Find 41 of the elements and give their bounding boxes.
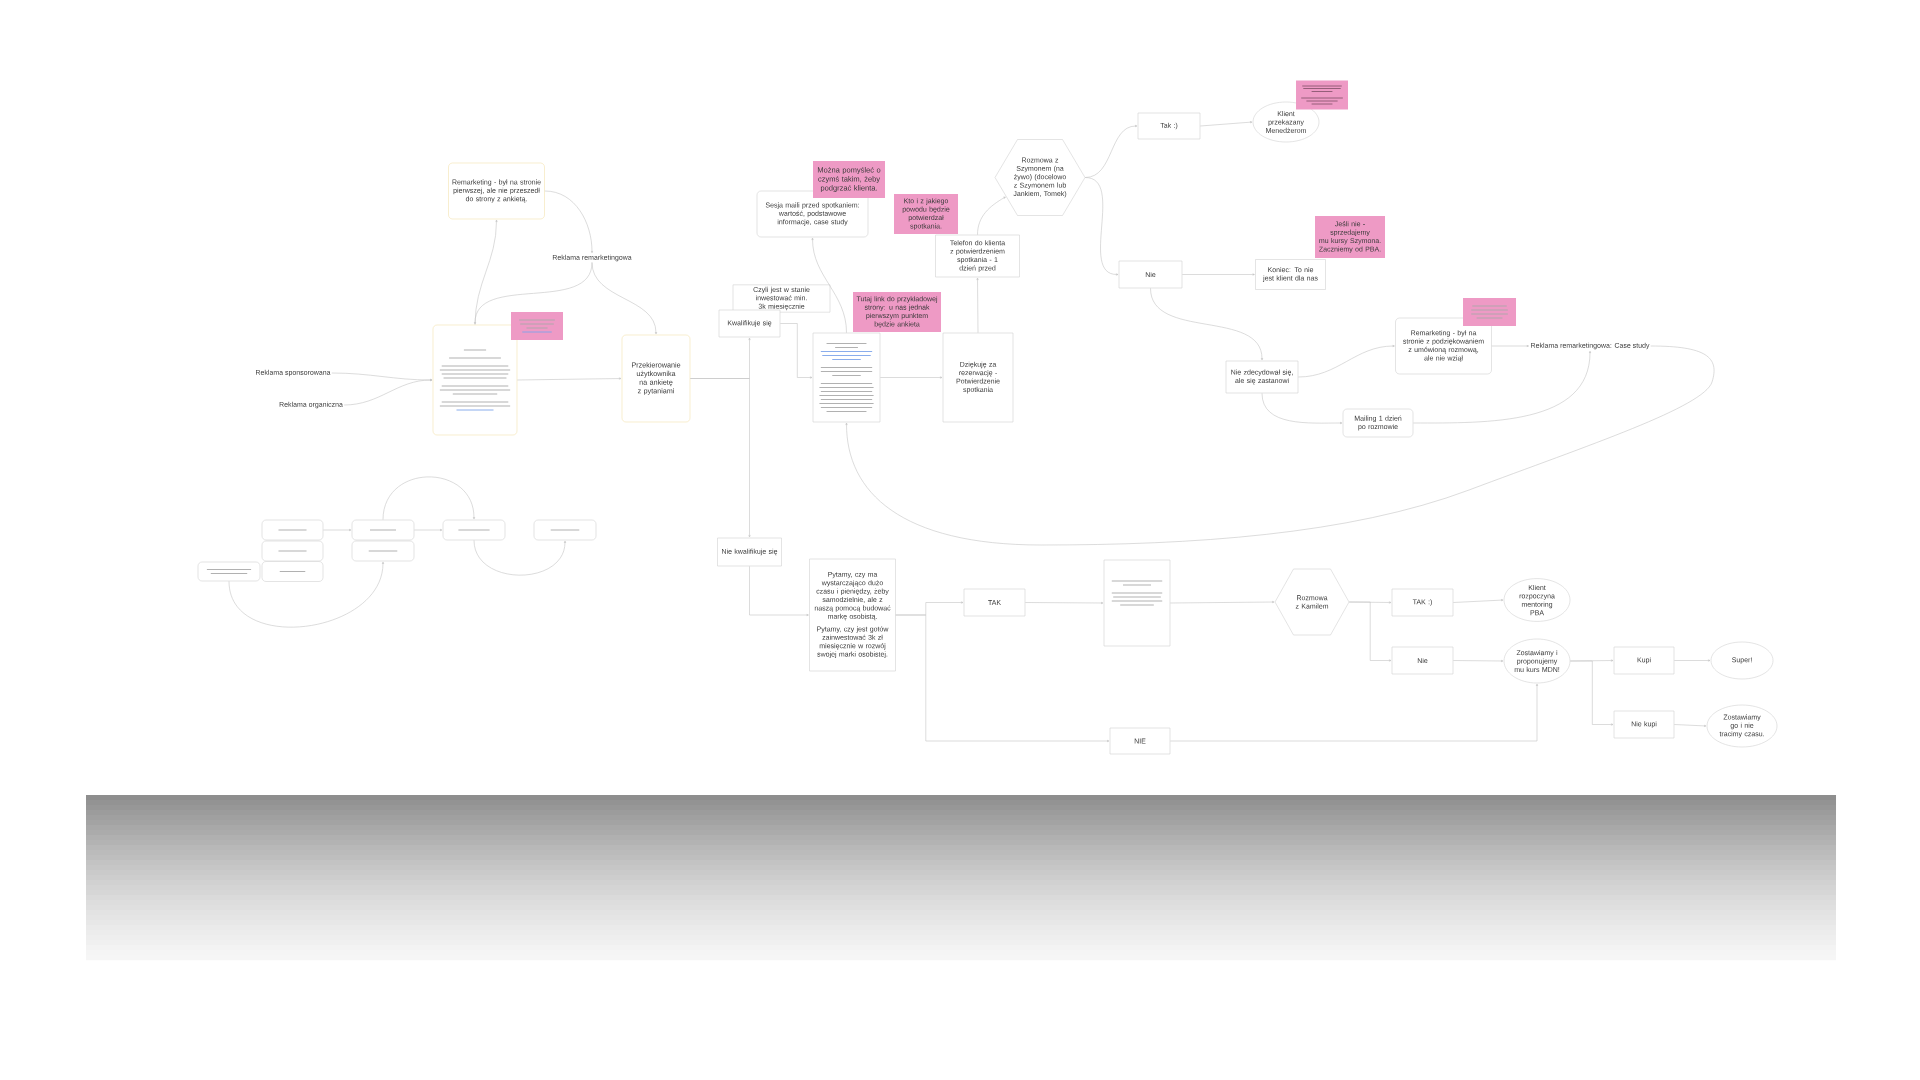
rounded-box [261,540,324,562]
arrow [895,614,1110,743]
arrow [591,262,658,335]
arrow [1570,660,1614,726]
arrow [811,237,847,333]
arrow [1170,683,1539,742]
arrow [1674,659,1711,662]
arrow [1261,393,1343,425]
arrow [977,196,1006,235]
arrow [228,561,385,628]
rounded-box [533,519,597,541]
arrow [845,345,1715,546]
rounded-box [351,519,415,541]
rounded-box [197,561,261,582]
rounded-box [261,561,324,582]
process-box [1103,559,1171,647]
process-box [812,332,881,423]
process-box [432,324,518,436]
arrow [880,376,943,379]
arrow [1413,350,1592,424]
arrow [1084,177,1119,276]
arrow [343,378,433,406]
arrow [780,323,813,379]
sticky-note [511,312,563,340]
rounded-box [261,519,324,541]
arrow [1200,121,1253,127]
arrow [749,566,809,617]
sticky-note [1296,80,1348,110]
arrow [474,219,498,325]
sticky-note [1463,298,1516,326]
rounded-box [442,519,506,541]
arrow [382,476,476,520]
arrow [1298,344,1395,378]
rounded-box [351,540,415,562]
arrow [1182,273,1255,276]
arrow [544,190,594,254]
arrow [1348,601,1392,662]
arrow [1150,288,1264,361]
arrow [473,540,567,576]
arrow [690,378,751,538]
arrow [473,262,593,325]
